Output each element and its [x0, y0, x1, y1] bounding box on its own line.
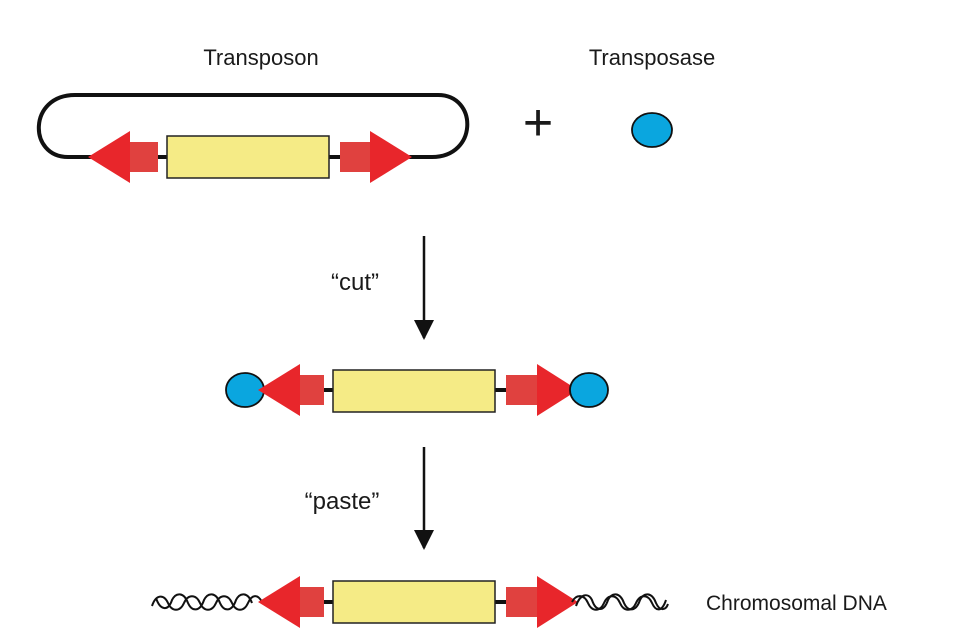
plus-sign: + — [523, 94, 553, 152]
plasmid-backbone — [36, 93, 470, 159]
right-ir-stem — [506, 375, 540, 405]
right-inverted-repeat-arrow — [537, 576, 578, 628]
right-inverted-repeat-arrow — [537, 364, 578, 416]
transposon-label: Transposon — [203, 45, 318, 70]
left-inverted-repeat-arrow — [258, 364, 300, 416]
transposon-insert — [332, 580, 496, 624]
transposon-circular — [36, 93, 470, 183]
transposase-label: Transposase — [589, 45, 715, 70]
integrated-transposon — [151, 576, 669, 628]
chromosomal-dna-label: Chromosomal DNA — [706, 592, 887, 615]
transposon-insert — [332, 369, 496, 413]
cut-label: “cut” — [331, 269, 379, 296]
transposase-bound-right — [569, 372, 609, 408]
transposon-insert — [166, 135, 330, 179]
left-inverted-repeat-arrow — [258, 576, 300, 628]
chromosomal-dna-right — [571, 595, 667, 611]
transposase-protein — [631, 112, 673, 148]
paste-label: “paste” — [305, 488, 380, 515]
excised-transposon — [225, 364, 609, 416]
left-inverted-repeat-arrow — [88, 131, 130, 183]
right-inverted-repeat-arrow — [370, 131, 412, 183]
right-ir-stem — [340, 142, 374, 172]
right-ir-stem — [506, 587, 540, 617]
